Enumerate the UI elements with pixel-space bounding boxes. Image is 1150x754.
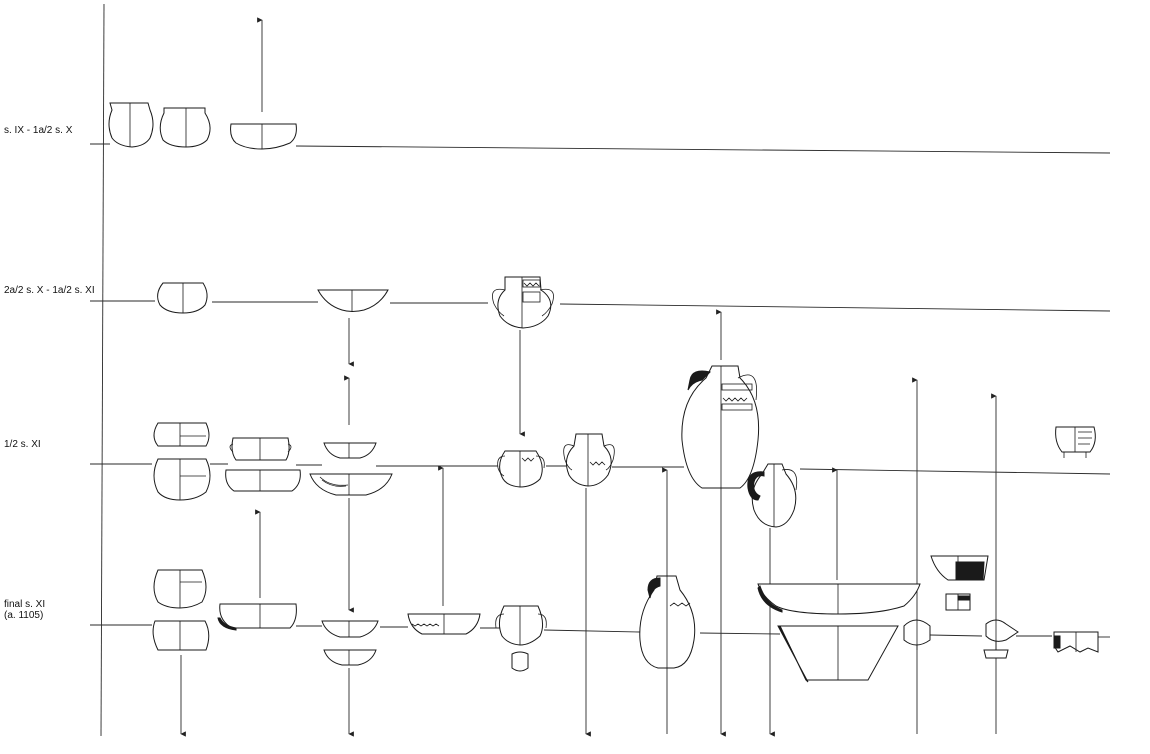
vessel-p4-lamp-bowl: [930, 555, 989, 581]
vessel-p4-oil-lamp: [983, 619, 1019, 659]
vessel-p3-jar-upper: [153, 422, 210, 447]
vessel-p1-jar-b: [159, 107, 211, 148]
vessel-p4-bowl-a: [321, 620, 379, 638]
vessel-p3-amphora: [563, 433, 615, 487]
vessel-p4-jar: [153, 569, 207, 609]
vessel-p4-bowl-wide: [407, 613, 481, 635]
vessel-p3-casserole-upper: [229, 437, 292, 461]
period-line-3: [90, 463, 1111, 475]
vessel-p4-small-vessel: [945, 593, 971, 611]
vessel-p4-fragment: [1053, 631, 1099, 653]
period-label-2: 2a/2 s. X - 1a/2 s. XI: [4, 285, 95, 296]
period-sublabel-4: (a. 1105): [4, 610, 44, 621]
period-line-4: [90, 624, 1110, 638]
vessel-p4-basin-deep: [777, 625, 899, 683]
vessel-p4-bowl-b: [323, 649, 377, 666]
continuity-arrows: [180, 17, 997, 737]
vessel-p4-basin-shallow: [757, 583, 921, 615]
vessel-p2-bowl: [317, 289, 389, 312]
vessel-p3-bowl-small: [323, 442, 377, 459]
vessel-p1-bowl: [230, 123, 297, 150]
period-label-4: final s. XI: [4, 599, 46, 610]
vessel-p3-jar-lower: [153, 458, 211, 501]
period-line-2: [90, 300, 1111, 312]
vessel-p2-jar: [157, 282, 208, 314]
vessel-p4-casserole: [217, 603, 297, 631]
vessel-p1-jar-a: [108, 102, 154, 148]
vessel-p3-casserole-lower: [225, 469, 301, 492]
vessel-p4-jar-fragment: [152, 620, 210, 651]
period-label-3: 1/2 s. XI: [4, 439, 41, 450]
vessel-p4-tall-pitcher: [639, 575, 696, 669]
vessel-p2-amphora: [492, 276, 554, 329]
period-line-1: [90, 143, 1111, 154]
vertical-time-axis: [100, 3, 105, 737]
vessel-p4-lid: [903, 619, 931, 650]
vessel-p4-jug: [495, 605, 547, 672]
vessel-p3-jug-tall: [747, 463, 798, 528]
vessel-p3-tripod-pot: [1055, 426, 1096, 458]
period-label-1: s. IX - 1a/2 s. X: [4, 125, 73, 136]
vessel-p3-bowl-large: [309, 473, 393, 496]
vessel-p3-large-pitcher: [681, 365, 760, 489]
vessel-p3-jug: [497, 450, 545, 488]
